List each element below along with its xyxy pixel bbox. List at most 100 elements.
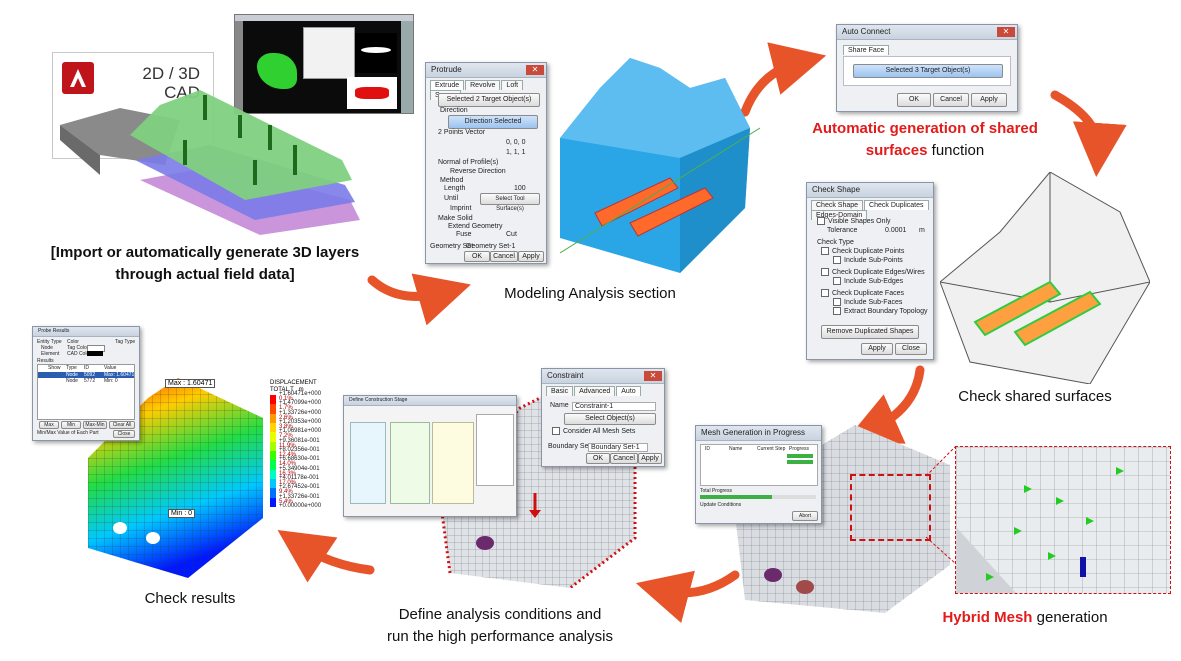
arrow-modeling-to-autoconnect — [740, 42, 827, 117]
legend-colorbar — [270, 395, 276, 507]
mesh-progress-window: Mesh Generation in Progress ID Name Curr… — [695, 425, 822, 524]
results-caption: Check results — [80, 588, 300, 610]
dup-edges-checkbox[interactable]: Check Duplicate Edges/Wires — [821, 268, 925, 276]
cad-caption-text: [Import or automatically generate 3D lay… — [50, 244, 360, 283]
probe-titlebar: Probe Results — [33, 327, 139, 337]
mesh-progress-title: Mesh Generation in Progress — [701, 428, 806, 437]
remove-duplicated-button[interactable]: Remove Duplicated Shapes — [821, 325, 919, 339]
legend-percent: 12.4% — [279, 452, 297, 458]
arrow-hybrid-to-analysis — [635, 570, 740, 623]
cad-color-swatch[interactable] — [87, 351, 103, 356]
close-icon[interactable]: ✕ — [644, 371, 662, 381]
total-progress-label: Total Progress — [700, 488, 732, 494]
close-icon[interactable]: ✕ — [997, 27, 1015, 37]
close-icon[interactable]: ✕ — [526, 65, 544, 75]
cut-option[interactable]: Cut — [506, 231, 517, 238]
tab-check-shape[interactable]: Check Shape — [811, 200, 864, 210]
tab-share-face[interactable]: Share Face — [843, 45, 890, 55]
tab-extrude[interactable]: Extrude — [430, 80, 465, 90]
extract-topology-checkbox[interactable]: Extract Boundary Topology — [833, 307, 928, 315]
tolerance-unit: m — [919, 227, 925, 234]
min-button[interactable]: Min — [61, 421, 81, 429]
close-button[interactable]: Close — [113, 430, 135, 438]
two-points-option[interactable]: 2 Points Vector — [438, 129, 486, 136]
apply-button[interactable]: Apply — [638, 453, 662, 464]
cancel-button[interactable]: Cancel — [610, 453, 638, 464]
visible-shapes-checkbox[interactable]: Visible Shapes Only — [817, 217, 891, 225]
legend-swatch — [270, 488, 276, 498]
legend-percent: 3.8% — [279, 424, 293, 430]
geometry-set-label: Geometry Set — [430, 243, 474, 250]
tab-advanced[interactable]: Advanced — [574, 386, 616, 396]
close-button[interactable]: Close — [895, 343, 927, 355]
cancel-button[interactable]: Cancel — [490, 251, 518, 262]
legend-percent: 1.7% — [279, 405, 293, 412]
boundary-set-select[interactable]: Boundary Set-1 — [588, 443, 648, 452]
auto-connect-titlebar: Auto Connect✕ — [837, 25, 1017, 40]
legend-percent: 2.6% — [279, 414, 293, 421]
check-type-label: Check Type — [817, 239, 854, 246]
select-3-targets-button[interactable]: Selected 3 Target Object(s) — [853, 64, 1003, 78]
apply-button[interactable]: Apply — [861, 343, 893, 355]
select-targets-button[interactable]: Selected 2 Target Object(s) — [438, 93, 540, 107]
dup-faces-checkbox[interactable]: Check Duplicate Faces — [821, 289, 904, 297]
tab-edges-domain[interactable]: Edges-Domain — [811, 210, 868, 220]
name-field[interactable]: Constraint-1 — [572, 402, 656, 411]
include-sub-points-checkbox[interactable]: Include Sub-Points — [833, 256, 903, 264]
until-option[interactable]: Until — [444, 195, 459, 202]
normal-option[interactable]: Normal of Profile(s) — [438, 159, 499, 166]
ok-button[interactable]: OK — [897, 93, 931, 107]
tolerance-field[interactable]: 0.0001 — [885, 227, 907, 234]
clear-all-button[interactable]: Clear All — [109, 421, 135, 429]
include-sub-faces-label: Include Sub-Faces — [844, 298, 903, 306]
tab-auto[interactable]: Auto — [616, 386, 641, 396]
abort-button[interactable]: Abort — [792, 511, 818, 521]
select-objects-button[interactable]: Select Object(s) — [564, 413, 656, 425]
modeling-caption-text: Modeling Analysis section — [504, 285, 676, 302]
minmax-each-part-checkbox[interactable]: Min/Max Value of Each Part — [37, 430, 99, 436]
length-option[interactable]: Length — [444, 185, 466, 192]
direction-selected-button[interactable]: Direction Selected — [448, 115, 538, 129]
apply-button[interactable]: Apply — [971, 93, 1007, 107]
element-option[interactable]: Element — [41, 351, 60, 357]
arrow-cad-to-modeling — [367, 273, 471, 326]
vector1-field[interactable]: 0, 0, 0 — [506, 139, 526, 146]
tab-check-duplicates[interactable]: Check Duplicates — [864, 200, 929, 210]
ok-button[interactable]: OK — [586, 453, 610, 464]
select-tool-surface-button[interactable]: Select Tool Surface(s) — [480, 193, 540, 212]
dup-points-checkbox[interactable]: Check Duplicate Points — [821, 247, 904, 255]
geometry-set-select[interactable]: Geometry Set-1 — [466, 243, 516, 250]
legend-value: +1.33726e+000 — [279, 409, 322, 416]
include-sub-edges-checkbox[interactable]: Include Sub-Edges — [833, 277, 903, 285]
extend-geometry-checkbox[interactable]: Extend Geometry — [448, 223, 503, 230]
vector2-field[interactable]: 1, 1, 1 — [506, 149, 526, 156]
length-value-field[interactable]: 100 — [514, 185, 526, 192]
fuse-option[interactable]: Fuse — [456, 231, 472, 238]
arrow-check-to-hybrid — [845, 365, 925, 444]
cancel-button[interactable]: Cancel — [933, 93, 969, 107]
tab-loft[interactable]: Loft — [501, 80, 524, 90]
make-solid-checkbox[interactable]: Make Solid — [438, 215, 473, 222]
row1-id: 5092 — [84, 372, 96, 378]
max-button[interactable]: Max — [39, 421, 59, 429]
max-min-button[interactable]: Max-Min — [83, 421, 107, 429]
apply-button[interactable]: Apply — [518, 251, 544, 262]
legend-subtitle: TOTAL T , m — [270, 387, 304, 393]
table-row[interactable]: Node 5092 Max: 1.60471 — [38, 372, 134, 378]
tab-revolve[interactable]: Revolve — [465, 80, 501, 90]
row2-type: Node — [66, 378, 78, 384]
cad-logo — [62, 62, 94, 94]
cad-screenshot — [234, 14, 414, 114]
tab-basic[interactable]: Basic — [546, 386, 574, 396]
imprint-checkbox[interactable]: Imprint — [450, 205, 472, 212]
reverse-direction-checkbox[interactable]: Reverse Direction — [450, 168, 506, 175]
include-sub-faces-checkbox[interactable]: Include Sub-Faces — [833, 298, 902, 306]
analysis-caption-line2: run the high performance analysis — [387, 628, 613, 645]
entity-type-label: Entity Type — [37, 339, 62, 345]
ok-button[interactable]: OK — [464, 251, 490, 262]
node-option[interactable]: Node — [41, 345, 53, 351]
table-row[interactable]: Node 5772 Min: 0 — [38, 378, 134, 384]
consider-all-checkbox[interactable]: Consider All Mesh Sets — [552, 427, 635, 435]
legend-value: +4.01178e-001 — [279, 475, 320, 481]
